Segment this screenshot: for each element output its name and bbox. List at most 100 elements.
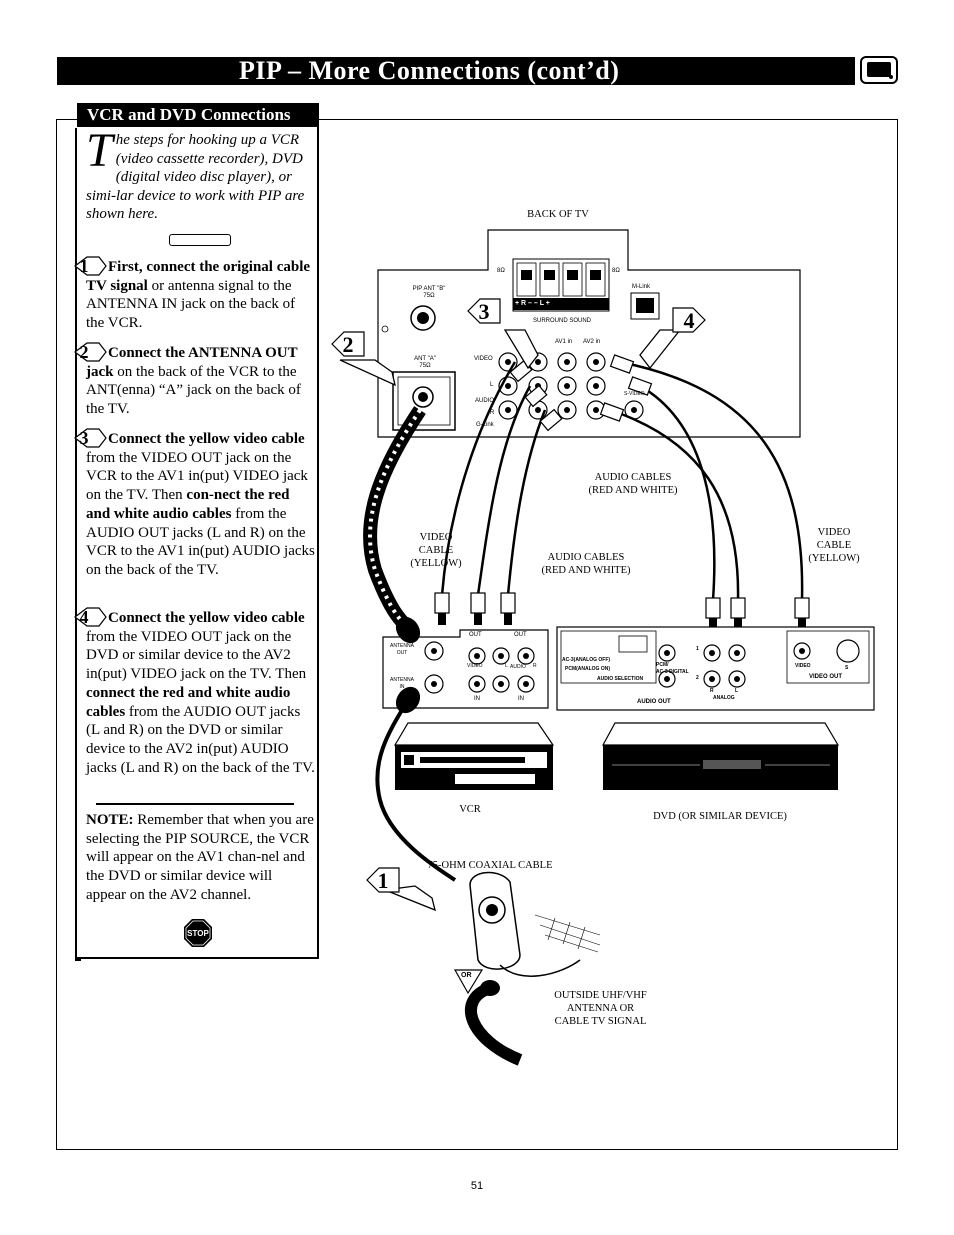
vcr-r-label: R — [533, 663, 537, 669]
tv-audio-label: AUDIO — [475, 398, 495, 404]
vcr-in-2: IN — [518, 696, 524, 702]
av2-in-label: AV2 in — [583, 339, 601, 345]
step-4-bold: Connect the yellow video cable — [108, 610, 305, 626]
svg-text:4: 4 — [684, 308, 695, 333]
svg-text:2: 2 — [343, 332, 354, 357]
step-1-text: or antenna signal to the ANTENNA IN jack… — [86, 277, 296, 332]
step-3-text-2: from the AUDIO OUT jacks (L and R) on th… — [86, 505, 315, 578]
drop-cap: T — [86, 124, 113, 177]
dvd-one-label: 1 — [696, 646, 699, 652]
step-4: 4 Connect the yellow video cable from th… — [74, 607, 315, 777]
dvd-s-label: S — [845, 665, 849, 671]
note-divider — [96, 803, 294, 805]
or-badge — [453, 969, 484, 995]
callout-2: 2 — [331, 331, 365, 357]
outside-signal-label: OUTSIDE UHF/VHF ANTENNA OR CABLE TV SIGN… — [554, 990, 647, 1027]
page-title: PIP – More Connections (cont’d) — [57, 57, 855, 85]
page-number: 51 — [470, 1180, 484, 1192]
note-label: NOTE: — [86, 812, 134, 828]
back-of-tv-label: BACK OF TV — [527, 209, 589, 220]
dvd-video-label: VIDEO — [795, 663, 811, 669]
panel-header: VCR and DVD Connections — [77, 103, 319, 127]
step-4-text: from the VIDEO OUT jack on the DVD or si… — [86, 628, 307, 683]
vcr-out-2: OUT — [514, 632, 527, 638]
ohm-right-label: 8Ω — [612, 268, 620, 274]
step-2-bold: Connect the ANTENNA OUT jack — [86, 345, 298, 380]
tv-video-label: VIDEO — [474, 356, 493, 362]
step-3-text: from the VIDEO OUT jack on the VCR to th… — [86, 449, 308, 504]
callout-1: 1 — [366, 867, 400, 893]
vcr-label: VCR — [459, 804, 481, 815]
step-3-badge: 3 — [74, 428, 107, 448]
dvd-audio-out-label: Audio out — [637, 699, 671, 705]
ant-a-label: ANT "A" — [414, 356, 436, 362]
step-4-text-2: from the AUDIO OUT jacks (L and R) on th… — [86, 703, 315, 776]
vcr-audio-label: AUDIO — [510, 664, 526, 670]
step-2-text: on the back of the VCR to the ANT(enna) … — [86, 363, 301, 418]
dvd-video-out-label: VIDEO OUT — [809, 674, 843, 680]
pip-ant-b-label: PIP ANT "B" — [412, 286, 446, 292]
callout-4: 4 — [672, 307, 706, 333]
dvd-l-label: L — [735, 688, 739, 694]
vcr-in-1: IN — [474, 696, 480, 702]
note-text: Remember that when you are selecting the… — [86, 812, 314, 903]
callout-3: 3 — [467, 298, 501, 324]
dvd-pcm-digital-label: PCM/ AC-3 DIGITAL — [656, 662, 689, 675]
intro-text: he steps for hooking up a VCR (video cas… — [86, 132, 305, 223]
step-2-badge: 2 — [74, 342, 107, 362]
step-3-bold-2: con-nect the red and white audio cables — [86, 487, 290, 522]
step-1-badge: 1 — [74, 256, 107, 276]
audio-cables-top-label: AUDIO CABLES (RED AND WHITE) — [588, 472, 678, 496]
vcr-out-1: OUT — [469, 632, 482, 638]
vcr-video-label: VIDEO — [467, 663, 483, 669]
step-3: 3 Connect the yellow video cable from th… — [74, 428, 315, 580]
svg-text:4: 4 — [80, 607, 89, 627]
dvd-pcm-on-label: PCM(ANALOG ON) — [565, 666, 610, 672]
dvd-two-label: 2 — [696, 675, 699, 681]
tv-glink-label: G-Link — [476, 422, 494, 428]
step-1-bold: First, connect the original cable TV sig… — [86, 259, 311, 294]
dvd-label: DVD (OR SIMILAR DEVICE) — [653, 811, 787, 822]
svg-text:1: 1 — [378, 868, 389, 893]
dvd-analog-label: ANALOG — [713, 695, 735, 701]
or-label: OR — [461, 972, 472, 979]
svg-text:STOP: STOP — [187, 929, 209, 938]
m-link-label: M-Link — [632, 284, 651, 290]
svg-text:3: 3 — [479, 299, 490, 324]
ant-a-ohms: 75Ω — [419, 363, 431, 369]
video-cable-right-label: VIDEO CABLE (YELLOW) — [808, 527, 860, 564]
ohm-left-label: 8Ω — [497, 268, 505, 274]
tv-r-label: R — [490, 410, 495, 416]
av1-in-label: AV1 in — [555, 339, 573, 345]
divider-pill — [169, 234, 231, 246]
step-3-bold: Connect the yellow video cable — [108, 431, 305, 447]
speaker-polarity: + R – – L + — [515, 300, 550, 307]
coax-cable-label: 75-OHM COAXIAL CABLE — [427, 860, 553, 871]
tv-svideo-label: S-VIDEO — [624, 391, 645, 397]
vcr-l-label: L — [505, 663, 508, 669]
dvd-audio-selection-label: AUDIO SELECTION — [597, 676, 644, 682]
dvd-r-label: R — [710, 688, 714, 694]
vcr-antenna-out-label: ANTENNA OUT — [390, 643, 414, 656]
note-paragraph: NOTE: Remember that when you are selecti… — [86, 811, 314, 905]
step-1: 1 First, connect the original cable TV s… — [74, 256, 315, 333]
connection-diagram — [339, 229, 875, 1066]
step-4-bold-2: connect the red and white audio cables — [86, 684, 291, 720]
svg-text:1: 1 — [80, 256, 89, 276]
tv-icon — [860, 56, 898, 84]
step-2: 2 Connect the ANTENNA OUT jack on the ba… — [74, 342, 315, 419]
audio-cables-mid-label: AUDIO CABLES (RED AND WHITE) — [541, 552, 631, 576]
stop-icon: STOP — [184, 919, 212, 947]
vcr-antenna-in-label: ANTENNA IN — [390, 677, 414, 690]
pip-ant-b-ohms: 75Ω — [423, 293, 435, 299]
content-frame — [56, 119, 898, 1150]
tv-l-label: L — [490, 382, 494, 388]
svg-text:2: 2 — [80, 342, 89, 362]
step-4-badge: 4 — [74, 607, 107, 627]
svg-text:3: 3 — [80, 428, 89, 448]
surround-sound-label: SURROUND SOUND — [532, 318, 591, 324]
video-cable-left-label: VIDEO CABLE (YELLOW) — [410, 532, 462, 569]
dvd-ac3-off-label: AC-3(ANALOG OFF) — [562, 657, 611, 663]
